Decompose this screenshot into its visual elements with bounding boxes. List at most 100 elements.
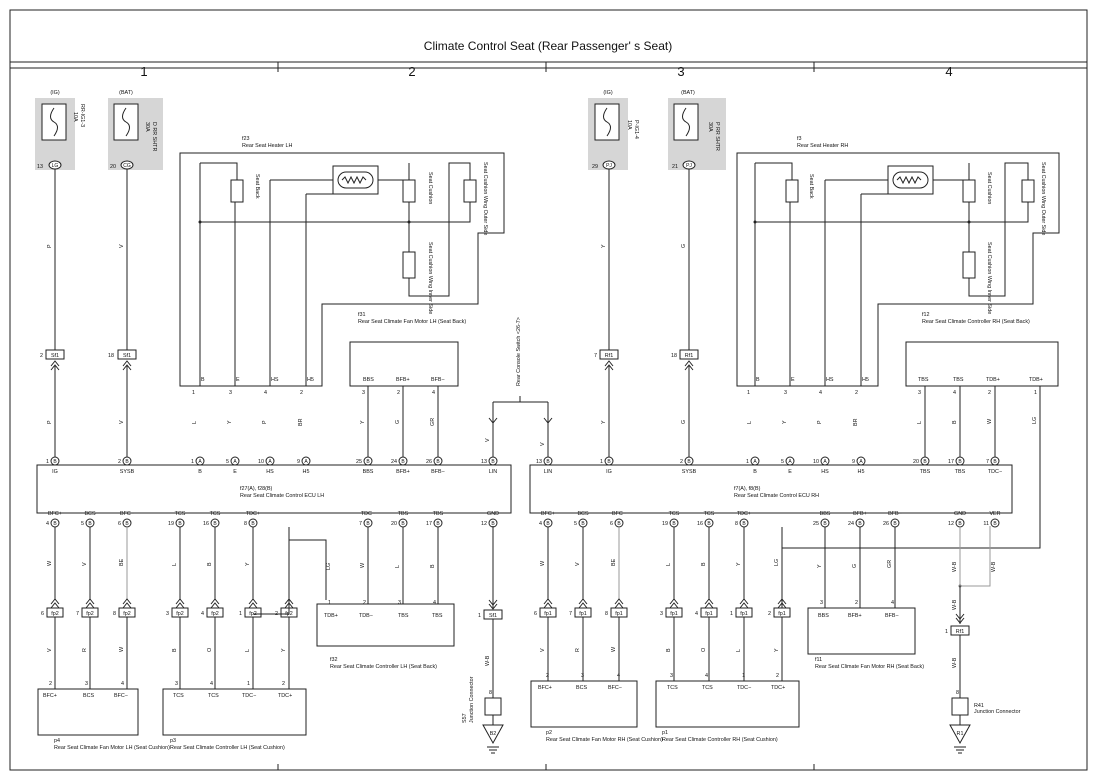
svg-text:W-B: W-B	[991, 561, 997, 572]
svg-text:W: W	[987, 418, 993, 424]
svg-text:Rear Seat Climate Controller L: Rear Seat Climate Controller LH (Seat Ba…	[330, 664, 437, 670]
svg-text:fp1: fp1	[705, 611, 713, 617]
svg-text:8: 8	[735, 521, 738, 527]
svg-text:W-B: W-B	[952, 657, 958, 668]
svg-text:18: 18	[108, 353, 114, 359]
svg-text:Junction Connector: Junction Connector	[974, 709, 1021, 715]
svg-text:1: 1	[239, 611, 242, 617]
svg-text:TDC+: TDC+	[771, 685, 785, 691]
svg-text:B: B	[672, 521, 676, 527]
svg-text:TBS: TBS	[432, 613, 443, 619]
svg-text:4: 4	[264, 390, 267, 396]
lower-rh-f11-wire-0: Y	[817, 527, 826, 608]
svg-text:1: 1	[478, 613, 481, 619]
svg-text:Rear Seat Climate Control ECU: Rear Seat Climate Control ECU LH	[240, 493, 324, 499]
svg-text:B: B	[707, 521, 711, 527]
fan-motor-lh-back: f31 Rear Seat Climate Fan Motor LH (Seat…	[349, 312, 466, 458]
junction-sf1-lh: Sf1 2 Sf1 18	[40, 349, 137, 371]
svg-text:BBS: BBS	[818, 613, 829, 619]
svg-text:TDC−: TDC−	[361, 511, 375, 517]
svg-text:4: 4	[46, 521, 49, 527]
svg-text:BFC+: BFC+	[538, 685, 552, 691]
svg-text:BE: BE	[611, 558, 617, 566]
svg-text:2: 2	[40, 353, 43, 359]
svg-text:4: 4	[819, 390, 822, 396]
svg-text:B: B	[401, 459, 405, 465]
svg-text:17: 17	[426, 521, 432, 527]
svg-text:Junction Connector: Junction Connector	[469, 676, 475, 723]
svg-text:4: 4	[539, 521, 542, 527]
svg-text:1: 1	[192, 390, 195, 396]
svg-text:V: V	[119, 420, 125, 424]
svg-text:TBS: TBS	[433, 511, 444, 517]
fan-motor-rh-cushion-p2: 2 3 4 BFC+ BCS BFC− p2 Rear Seat Climate…	[530, 673, 663, 743]
svg-text:BCS: BCS	[84, 511, 95, 517]
svg-text:4: 4	[705, 673, 708, 679]
diagram-title: Climate Control Seat (Rear Passenger' s …	[424, 39, 672, 53]
svg-text:26: 26	[426, 459, 432, 465]
svg-text:R1: R1	[957, 731, 964, 737]
svg-text:B: B	[958, 459, 962, 465]
svg-text:f27(A), f28(B): f27(A), f28(B)	[240, 486, 273, 492]
svg-text:10A: 10A	[626, 120, 632, 130]
svg-text:3: 3	[175, 681, 178, 687]
svg-text:W: W	[47, 560, 53, 566]
svg-text:TCS: TCS	[704, 511, 715, 517]
svg-text:A: A	[233, 459, 237, 465]
svg-text:13: 13	[536, 459, 542, 465]
svg-text:12: 12	[481, 521, 487, 527]
zone-label-3: 3	[677, 64, 684, 79]
svg-text:25: 25	[813, 521, 819, 527]
svg-text:G: G	[852, 564, 858, 568]
svg-text:B: B	[53, 459, 57, 465]
svg-text:2: 2	[282, 681, 285, 687]
lower-lh-f32-wire-2: B	[430, 527, 439, 604]
svg-text:H5: H5	[862, 377, 869, 383]
svg-text:(IG): (IG)	[603, 90, 612, 96]
svg-text:1: 1	[328, 600, 331, 606]
ecu-lh: f27(A), f28(B) Rear Seat Climate Control…	[36, 464, 512, 514]
svg-text:GND: GND	[487, 511, 499, 517]
svg-text:BR: BR	[853, 418, 859, 426]
svg-text:4: 4	[617, 673, 620, 679]
svg-text:PJ: PJ	[606, 163, 612, 169]
svg-text:17: 17	[948, 459, 954, 465]
svg-text:3: 3	[362, 390, 365, 396]
svg-text:5: 5	[226, 459, 229, 465]
svg-text:TDC−: TDC−	[242, 693, 256, 699]
svg-text:GND: GND	[954, 511, 966, 517]
svg-text:HS: HS	[826, 377, 834, 383]
svg-text:B: B	[958, 521, 962, 527]
svg-text:Rear Console Switch <26-7>: Rear Console Switch <26-7>	[516, 317, 522, 386]
svg-text:TBS: TBS	[953, 377, 964, 383]
svg-text:Seat Cushion Wing Inner Side: Seat Cushion Wing Inner Side	[986, 242, 992, 314]
svg-text:R: R	[82, 648, 88, 652]
svg-text:16: 16	[697, 521, 703, 527]
svg-text:LG: LG	[774, 559, 780, 566]
svg-text:GR: GR	[887, 560, 893, 568]
svg-text:P: P	[817, 420, 823, 424]
svg-text:Rear Seat Climate Controller R: Rear Seat Climate Controller RH (Seat Ba…	[922, 319, 1030, 325]
svg-text:1: 1	[247, 681, 250, 687]
svg-text:B: B	[436, 521, 440, 527]
svg-text:A: A	[198, 459, 202, 465]
svg-text:BFC+: BFC+	[43, 693, 57, 699]
svg-text:BFC−: BFC−	[120, 511, 134, 517]
seat-heater-lh: f23 Rear Seat Heater LH Seat Back Seat C…	[179, 136, 505, 396]
svg-text:2: 2	[680, 459, 683, 465]
svg-text:PJ: PJ	[686, 163, 692, 169]
svg-text:2: 2	[855, 390, 858, 396]
